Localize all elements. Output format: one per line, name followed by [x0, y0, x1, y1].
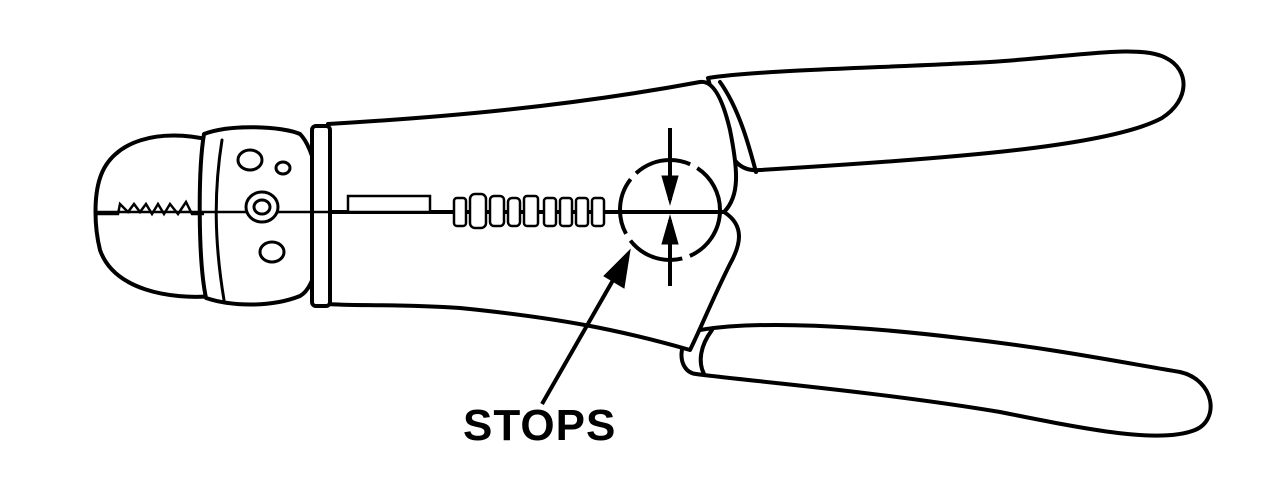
upper-handle-grip-edge — [718, 80, 758, 174]
pivot-rivet-inner — [252, 198, 272, 216]
lower-stop-arrowhead — [661, 214, 679, 245]
upper-handle-grip — [706, 49, 1186, 173]
pivot-block — [310, 124, 332, 308]
upper-jaw-body — [326, 79, 738, 214]
strip-notch — [542, 196, 558, 228]
crimp-nose — [93, 133, 216, 299]
stops-leader-line — [540, 267, 622, 405]
strip-notch — [506, 196, 522, 228]
strip-notch — [522, 194, 540, 228]
strip-notch — [574, 196, 590, 228]
strip-notch — [468, 192, 488, 230]
pivot-hole-upper — [236, 148, 264, 172]
crimp-teeth — [96, 199, 204, 217]
pivot-hole-small — [274, 160, 292, 176]
stops-leader-arrowhead — [603, 248, 631, 289]
strip-notch — [590, 196, 606, 228]
lower-jaw-body — [326, 210, 741, 352]
strip-notch — [558, 196, 574, 228]
upper-stop-arrowhead — [661, 175, 679, 206]
lower-handle-grip-edge — [698, 328, 714, 376]
lower-handle-grip — [679, 322, 1213, 438]
strip-notch — [488, 194, 506, 228]
strip-notch — [452, 196, 468, 228]
pivot-hole-lower — [258, 240, 286, 264]
crimp-plate-bevel — [214, 138, 226, 302]
cutter-slot — [346, 194, 432, 214]
stops-callout-label: STOPS — [463, 401, 617, 450]
